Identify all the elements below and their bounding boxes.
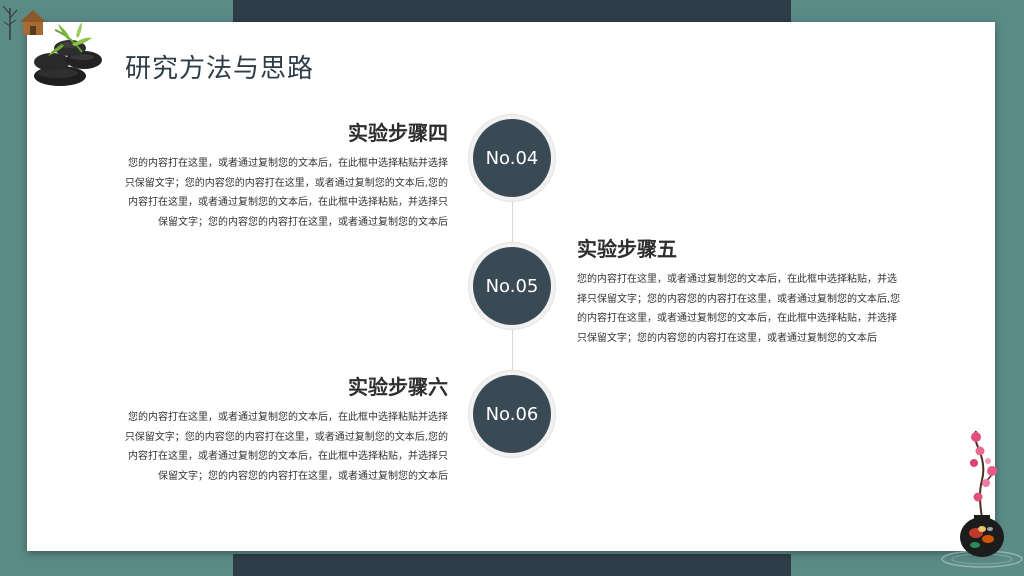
step-number-badge: No.06 <box>473 375 551 453</box>
step-description: 您的内容打在这里，或者通过复制您的文本后，在此框中选择粘贴，并选择只保留文字；您… <box>577 274 901 344</box>
top-accent-bar <box>233 0 791 24</box>
step-block: 实验步骤六 您的内容打在这里，或者通过复制您的文本后，在此框中选择粘贴并选择只保… <box>122 371 448 486</box>
step-heading: 实验步骤六 <box>348 375 448 399</box>
zen-stones-icon <box>2 5 102 86</box>
step-block: 实验步骤五 您的内容打在这里，或者通过复制您的文本后，在此框中选择粘贴，并选择只… <box>577 233 905 348</box>
step-description: 您的内容打在这里，或者通过复制您的文本后，在此框中选择粘贴并选择只保留文字；您的… <box>124 158 448 228</box>
step-number-badge: No.04 <box>473 119 551 197</box>
page-title: 研究方法与思路 <box>125 54 315 84</box>
step-heading: 实验步骤四 <box>348 121 448 145</box>
step-number-badge: No.05 <box>473 247 551 325</box>
step-heading: 实验步骤五 <box>577 237 677 261</box>
flower-vase-icon <box>941 430 1023 568</box>
step-block: 实验步骤四 您的内容打在这里，或者通过复制您的文本后，在此框中选择粘贴并选择只保… <box>122 117 448 232</box>
step-description: 您的内容打在这里，或者通过复制您的文本后，在此框中选择粘贴并选择只保留文字；您的… <box>124 412 448 482</box>
bottom-accent-bar <box>233 554 791 576</box>
